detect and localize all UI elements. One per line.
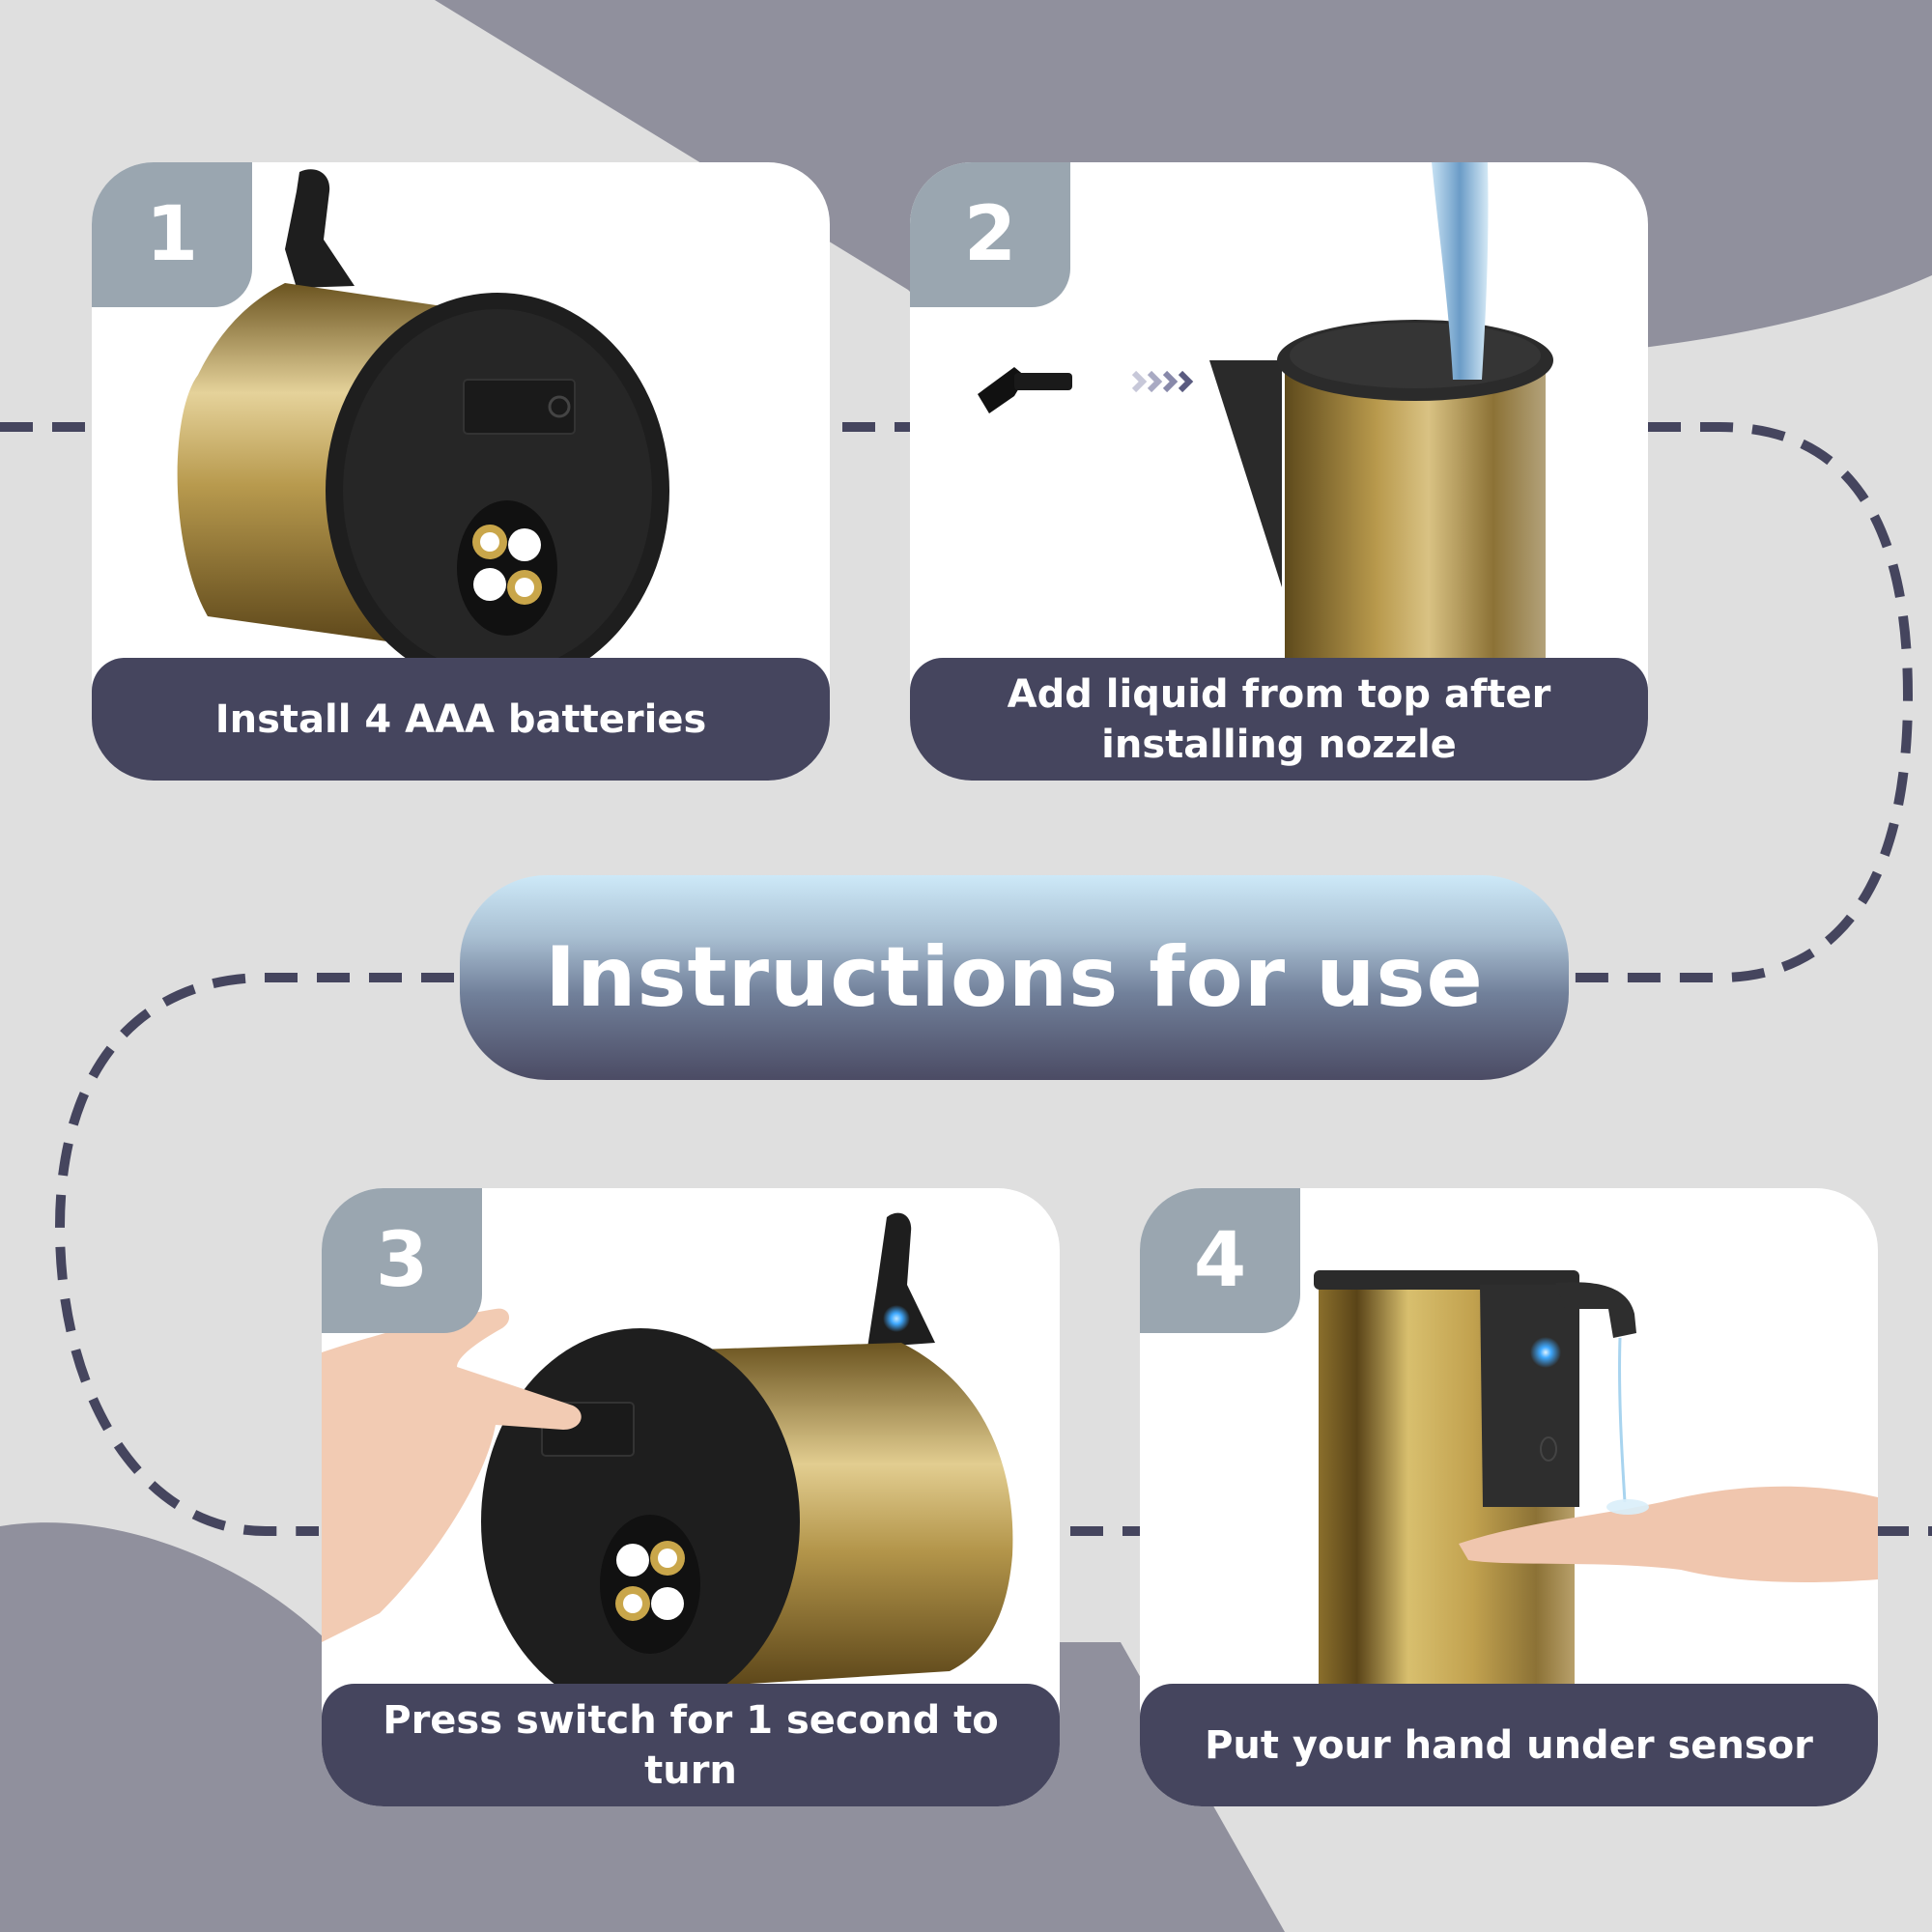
step-caption: Add liquid from top after installing noz… (910, 658, 1648, 781)
step-number-badge: 1 (92, 162, 252, 307)
battery-dispenser-illustration-icon (177, 169, 669, 689)
step-caption: Install 4 AAA batteries (92, 658, 830, 781)
step-caption: Put your hand under sensor (1140, 1684, 1878, 1806)
step-card-2: 2 Add liquid from top after installing n… (910, 162, 1648, 781)
step-caption: Press switch for 1 second to turn (322, 1684, 1060, 1806)
page-title: Instructions for use (460, 875, 1569, 1080)
step-card-3: 3 Press switch for 1 second to turn (322, 1188, 1060, 1806)
step-number-badge: 2 (910, 162, 1070, 307)
step-card-1: 1 Install 4 AAA batteries (92, 162, 830, 781)
step-number-badge: 3 (322, 1188, 482, 1333)
step-card-4: 4 Put your hand under sensor (1140, 1188, 1878, 1806)
step-number-badge: 4 (1140, 1188, 1300, 1333)
press-switch-illustration-icon (322, 1212, 1013, 1715)
